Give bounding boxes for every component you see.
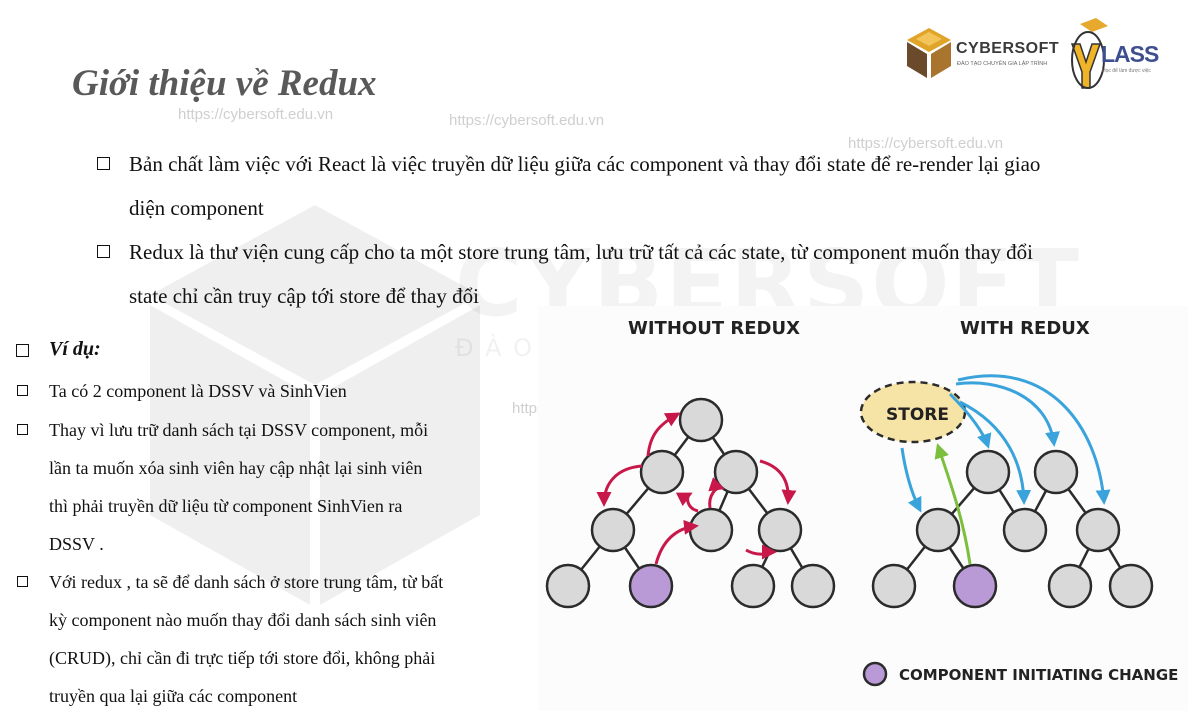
right-blue-arrows	[900, 374, 1111, 513]
initiator-node	[628, 563, 674, 609]
example-item-2: Thay vì lưu trữ danh sách tại DSSV compo…	[49, 411, 519, 563]
main-bullet-1-line2: diện component	[129, 196, 264, 220]
tree-node	[730, 563, 776, 609]
tree-node	[790, 563, 836, 609]
tree-node	[590, 507, 636, 553]
example-item-1-line1: Ta có 2 component là DSSV và SinhVien	[49, 381, 347, 401]
main-bullet-2-line2: state chỉ cần truy cập tới store để thay…	[129, 284, 479, 308]
tree-node	[639, 449, 685, 495]
initiator-node	[952, 563, 998, 609]
watermark-cube-logo	[150, 205, 480, 605]
example-item-3-line3: (CRUD), chỉ cần đi trực tiếp tới store đ…	[49, 648, 436, 668]
myclass-logo-name: LASS	[1101, 41, 1159, 67]
checkbox-bullet-icon	[16, 344, 29, 357]
example-heading: Ví dụ:	[49, 338, 101, 360]
example-item-2-line1: Thay vì lưu trữ danh sách tại DSSV compo…	[49, 420, 429, 440]
checkbox-bullet-icon	[97, 245, 110, 258]
redux-diagram-svg: WITHOUT REDUX WITH REDUX	[538, 306, 1188, 711]
tree-node	[1002, 507, 1048, 553]
example-item-1: Ta có 2 component là DSSV và SinhVien	[49, 372, 519, 410]
checkbox-bullet-icon	[17, 576, 28, 587]
myclass-logo-tagline: Học để làm được việc	[1102, 68, 1151, 74]
cybersoft-logo-tagline: ĐÀO TẠO CHUYÊN GIA LẬP TRÌNH	[957, 61, 1048, 67]
legend-label: COMPONENT INITIATING CHANGE	[899, 666, 1178, 684]
redux-comparison-diagram: WITHOUT REDUX WITH REDUX	[538, 306, 1188, 711]
example-item-3-line1: Với redux , ta sẽ để danh sách ở store t…	[49, 572, 444, 592]
tree-node	[1108, 563, 1154, 609]
main-bullet-2-line1: Redux là thư viện cung cấp cho ta một st…	[129, 240, 1033, 264]
graduation-cap-icon	[1070, 18, 1108, 89]
left-red-arrows	[596, 412, 797, 565]
store-label: STORE	[886, 405, 949, 425]
without-redux-title: WITHOUT REDUX	[628, 318, 800, 339]
tree-node	[1075, 507, 1121, 553]
tree-node	[688, 507, 734, 553]
tree-node	[757, 507, 803, 553]
legend-initiator-swatch	[862, 661, 888, 687]
watermark-url: https://cybersoft.edu.vn	[848, 135, 1004, 152]
green-arrow	[934, 443, 972, 565]
cube-icon	[907, 28, 951, 78]
watermark-brand-sub: ĐÀO	[455, 334, 545, 362]
example-item-2-line3: thì phải truyền dữ liệu từ component Sin…	[49, 496, 403, 516]
checkbox-bullet-icon	[17, 385, 28, 396]
tree-node	[713, 449, 759, 495]
example-item-3: Với redux , ta sẽ để danh sách ở store t…	[49, 563, 519, 715]
main-bullet-1-line1: Bản chất làm việc với React là việc truy…	[129, 152, 1041, 176]
example-item-2-line4: DSSV .	[49, 534, 104, 554]
example-item-2-line2: lần ta muốn xóa sinh viên hay cập nhật l…	[49, 458, 423, 478]
tree-node	[678, 397, 724, 443]
tree-node	[965, 449, 1011, 495]
main-bullet-1: Bản chất làm việc với React là việc truy…	[129, 142, 1189, 230]
watermark-url: https://cybersoft.edu.vn	[449, 112, 605, 129]
with-redux-title: WITH REDUX	[960, 318, 1090, 339]
cybersoft-logo-name: CYBERSOFT	[956, 40, 1060, 57]
watermark-url: https://cybersoft.edu.vn	[178, 106, 334, 123]
main-bullet-2: Redux là thư viện cung cấp cho ta một st…	[129, 230, 1189, 318]
tree-node	[915, 507, 961, 553]
cybersoft-logo: CYBERSOFT ĐÀO TẠO CHUYÊN GIA LẬP TRÌNH	[906, 24, 1076, 84]
tree-node	[1047, 563, 1093, 609]
tree-node	[1033, 449, 1079, 495]
tree-node	[871, 563, 917, 609]
checkbox-bullet-icon	[97, 157, 110, 170]
myclass-logo: LASS Học để làm được việc	[1066, 14, 1166, 94]
page-title: Giới thiệu về Redux	[72, 63, 377, 104]
example-item-3-line4: truyền qua lại giữa các component	[49, 686, 298, 706]
example-item-3-line2: kỳ component nào muốn thay đổi danh sách…	[49, 610, 437, 630]
checkbox-bullet-icon	[17, 424, 28, 435]
tree-node	[545, 563, 591, 609]
